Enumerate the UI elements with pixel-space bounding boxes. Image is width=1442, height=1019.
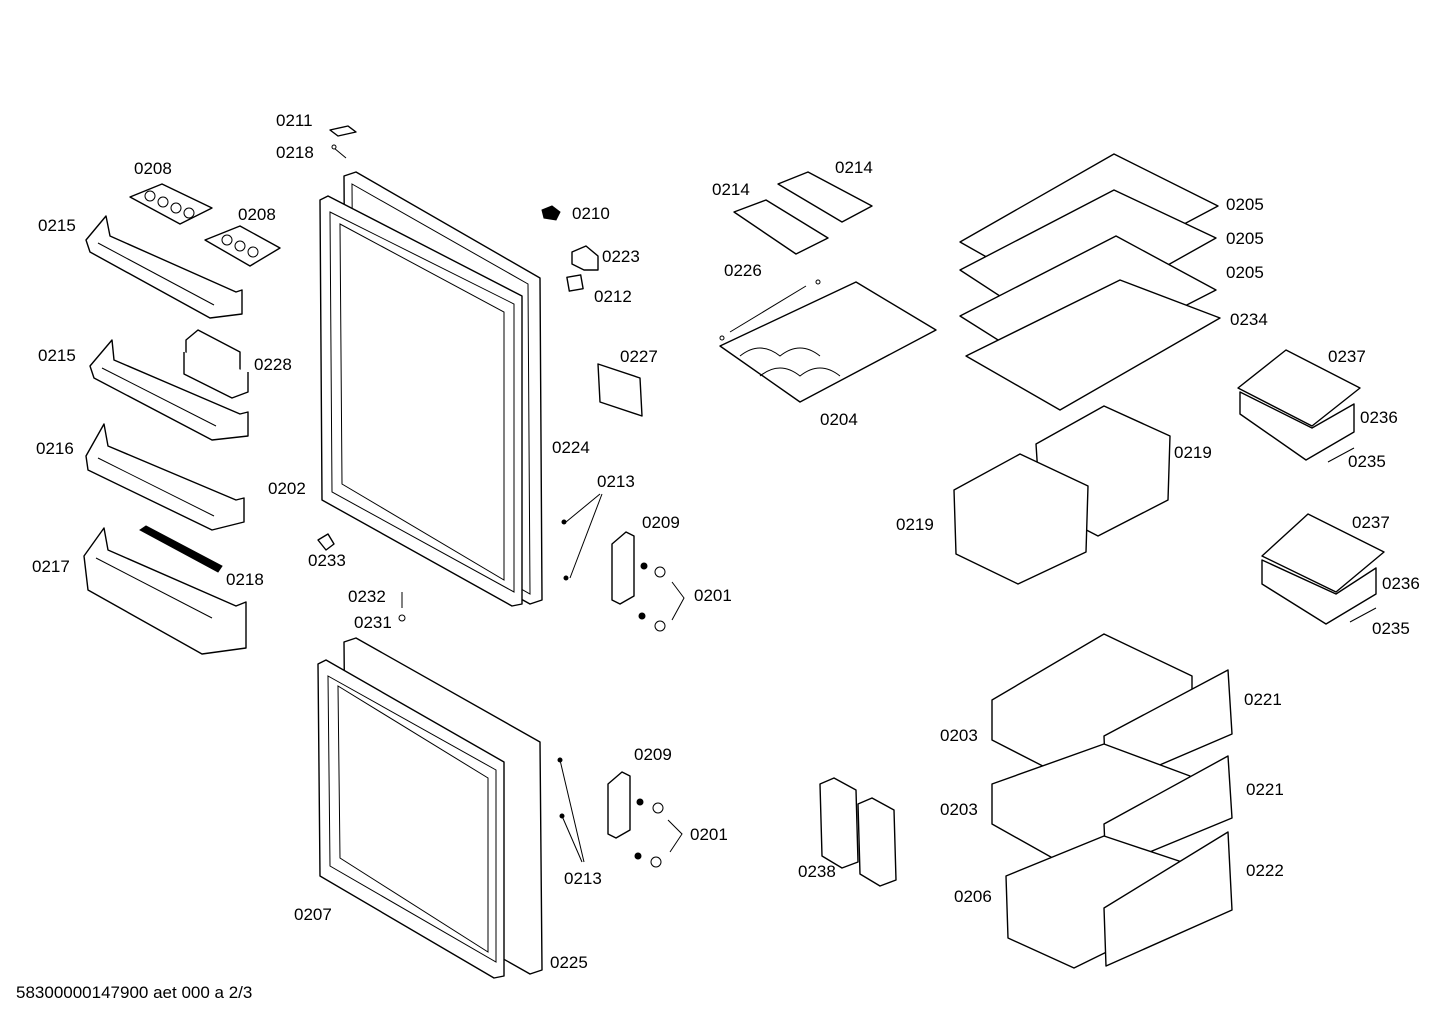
label-0214-right: 0214 — [835, 158, 873, 177]
label-0227: 0227 — [620, 347, 658, 366]
label-0231: 0231 — [354, 613, 392, 632]
label-0218-hinge: 0218 — [276, 143, 314, 162]
label-0221-middle: 0221 — [1246, 780, 1284, 799]
part-0215-door-shelf-lower — [89, 339, 249, 441]
part-0228-butter-compartment — [183, 329, 249, 399]
label-0201-upper: 0201 — [694, 586, 732, 605]
part-0214-ice-tray-right — [777, 171, 873, 223]
part-0227-label-plate — [597, 363, 643, 417]
part-0233-clip — [317, 533, 335, 551]
label-0203-middle: 0203 — [940, 800, 978, 819]
part-0204-bottle-rack — [719, 281, 937, 403]
label-0213-lower: 0213 — [564, 869, 602, 888]
label-0226: 0226 — [724, 261, 762, 280]
label-0205-2: 0205 — [1226, 229, 1264, 248]
label-0223: 0223 — [602, 247, 640, 266]
label-0208-upper: 0208 — [134, 159, 172, 178]
part-0219-box-front — [953, 453, 1089, 585]
part-0201-screws-lower — [634, 798, 683, 868]
label-0228: 0228 — [254, 355, 292, 374]
label-0209-upper: 0209 — [642, 513, 680, 532]
part-0237-0236-small-drawer-upper — [1237, 349, 1361, 461]
label-0222: 0222 — [1246, 861, 1284, 880]
label-0235-lower: 0235 — [1372, 619, 1410, 638]
label-0206: 0206 — [954, 887, 992, 906]
part-0208-egg-tray-upper — [129, 183, 213, 225]
label-0202: 0202 — [268, 479, 306, 498]
label-0215-lower: 0215 — [38, 346, 76, 365]
label-0204: 0204 — [820, 410, 858, 429]
label-0237-lower: 0237 — [1352, 513, 1390, 532]
label-0236-upper: 0236 — [1360, 408, 1398, 427]
part-0210-hinge — [541, 205, 561, 221]
label-0213-upper: 0213 — [597, 472, 635, 491]
drawing-reference-number: 58300000147900 aet 000 a 2/3 — [16, 983, 253, 1002]
label-0205-1: 0205 — [1226, 195, 1264, 214]
label-0210: 0210 — [572, 204, 610, 223]
label-0234: 0234 — [1230, 310, 1268, 329]
label-0232: 0232 — [348, 587, 386, 606]
part-0218-hinge-pin — [331, 144, 347, 159]
part-0213-screws-lower — [557, 757, 585, 863]
part-0214-ice-tray-left — [733, 199, 829, 255]
label-0215-upper: 0215 — [38, 216, 76, 235]
label-0224: 0224 — [552, 438, 590, 457]
part-0211-hinge-cover — [329, 125, 357, 137]
label-0207: 0207 — [294, 905, 332, 924]
label-0216: 0216 — [36, 439, 74, 458]
label-0218-divider: 0218 — [226, 570, 264, 589]
label-0237-upper: 0237 — [1328, 347, 1366, 366]
label-0214-left: 0214 — [712, 180, 750, 199]
part-0234-glass-shelf — [965, 279, 1221, 411]
label-0235-upper: 0235 — [1348, 452, 1386, 471]
part-0238-freezer-packs — [819, 777, 897, 887]
part-0237-0236-small-drawer-lower — [1261, 513, 1385, 625]
part-0201-screws-upper — [638, 562, 685, 632]
part-0235-rail-lower — [1349, 607, 1377, 623]
label-0211: 0211 — [276, 111, 313, 130]
label-0212: 0212 — [594, 287, 632, 306]
label-0203-upper: 0203 — [940, 726, 978, 745]
part-0217-bottle-shelf — [83, 527, 247, 655]
part-0218-shelf-divider — [139, 525, 223, 573]
part-0209-handle-lower — [607, 771, 631, 839]
label-0225: 0225 — [550, 953, 588, 972]
part-0213-screws-upper — [561, 493, 603, 581]
part-0207-lower-door-gasket — [317, 659, 505, 979]
label-0219-rear: 0219 — [1174, 443, 1212, 462]
label-0236-lower: 0236 — [1382, 574, 1420, 593]
part-0222-drawer-front-lower — [1103, 831, 1233, 967]
label-0233: 0233 — [308, 551, 346, 570]
part-0235-rail-upper — [1327, 447, 1355, 463]
part-0202-upper-door-gasket — [319, 195, 523, 607]
part-0208-egg-tray-lower — [204, 225, 281, 267]
label-0221-upper: 0221 — [1244, 690, 1282, 709]
part-0223-cover — [571, 245, 599, 271]
part-0216-door-shelf — [85, 423, 245, 531]
part-0232-0231-pin — [398, 592, 406, 622]
label-0205-3: 0205 — [1226, 263, 1264, 282]
label-0201-lower: 0201 — [690, 825, 728, 844]
part-0212-bracket — [566, 274, 584, 292]
label-0209-lower: 0209 — [634, 745, 672, 764]
label-0238: 0238 — [798, 862, 836, 881]
label-0208-lower: 0208 — [238, 205, 276, 224]
part-0215-door-shelf-upper — [85, 215, 243, 319]
label-0219-front: 0219 — [896, 515, 934, 534]
part-0226-clips — [719, 279, 821, 341]
label-0217: 0217 — [32, 557, 70, 576]
part-0209-handle-upper — [611, 531, 635, 605]
